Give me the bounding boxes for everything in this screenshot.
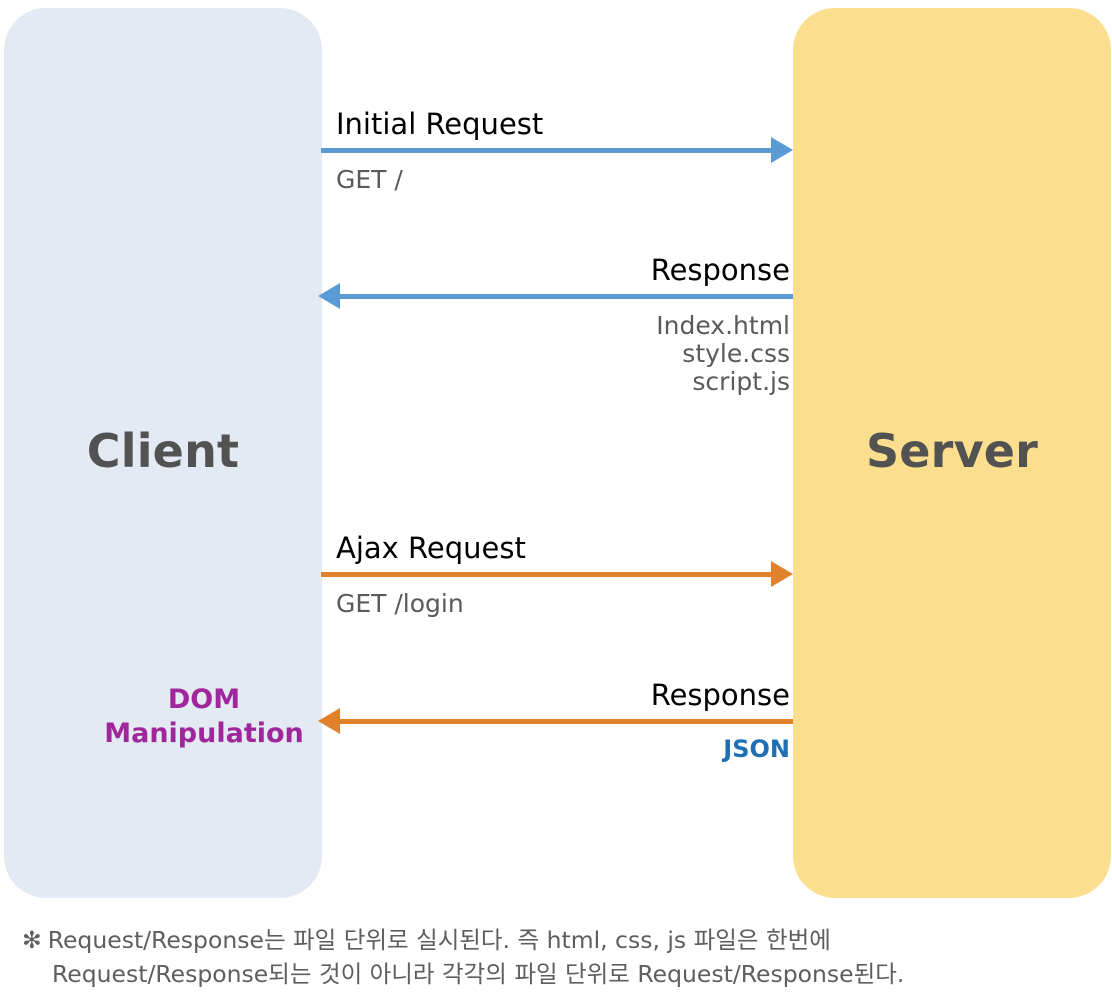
arrow-shaft-initial-request xyxy=(321,148,773,153)
message-initial-response-title: Response xyxy=(650,253,790,287)
server-lane xyxy=(793,8,1111,898)
response-file-style-css: style.css xyxy=(682,339,790,368)
client-lane xyxy=(4,8,322,898)
response-file-index-html: Index.html xyxy=(656,311,790,340)
client-lane-label: Client xyxy=(86,424,240,478)
dom-manipulation-note: DOM Manipulation xyxy=(98,683,310,751)
footnote-line-2: Request/Response되는 것이 아니라 각각의 파일 단위로 Req… xyxy=(52,960,905,989)
arrow-head-right-icon xyxy=(771,137,793,163)
response-file-script-js: script.js xyxy=(692,367,790,396)
message-initial-request-detail: GET / xyxy=(336,165,403,194)
message-initial-request-title: Initial Request xyxy=(336,107,544,141)
message-initial-response-detail: Index.html style.css script.js xyxy=(656,312,790,396)
server-lane-label: Server xyxy=(865,424,1039,478)
message-ajax-request-detail: GET /login xyxy=(336,589,464,618)
arrow-shaft-initial-response xyxy=(340,294,793,299)
message-ajax-request-title: Ajax Request xyxy=(336,531,526,565)
footnote-line-1: Request/Response는 파일 단위로 실시된다. 즉 html, c… xyxy=(47,926,831,954)
arrow-head-left-icon xyxy=(318,283,340,309)
dom-manipulation-line-1: DOM xyxy=(167,684,241,715)
asterisk-icon: ✻ xyxy=(22,926,42,954)
dom-manipulation-line-2: Manipulation xyxy=(104,717,304,749)
footnote: ✻Request/Response는 파일 단위로 실시된다. 즉 html, … xyxy=(22,923,1092,991)
arrow-shaft-ajax-response xyxy=(340,719,793,724)
message-ajax-response-title: Response xyxy=(650,678,790,712)
arrow-head-left-icon xyxy=(318,708,340,734)
arrow-shaft-ajax-request xyxy=(321,572,773,577)
arrow-head-right-icon xyxy=(771,561,793,587)
message-ajax-response-detail: JSON xyxy=(723,735,790,763)
